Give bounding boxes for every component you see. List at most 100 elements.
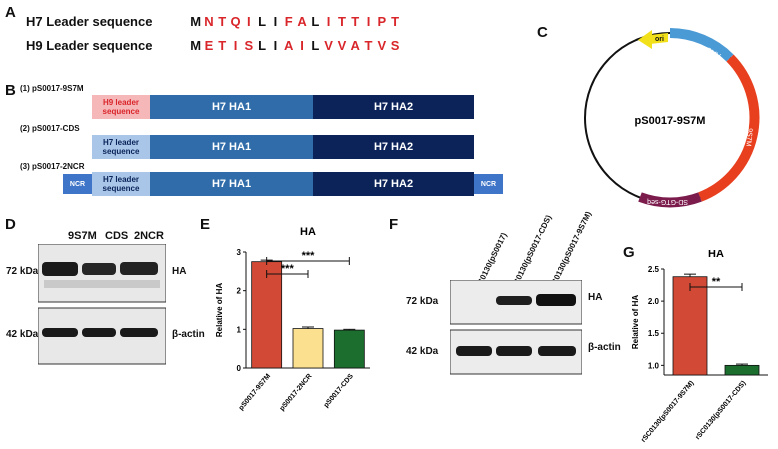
blot-d-target-ha: HA bbox=[172, 266, 187, 277]
panel-label-a: A bbox=[5, 4, 16, 21]
bar bbox=[292, 328, 324, 369]
blot-d-actin-band bbox=[120, 328, 158, 337]
blot-f-target-actin: β-actin bbox=[588, 342, 621, 353]
panel-label-f: F bbox=[389, 216, 399, 233]
residue: S bbox=[390, 38, 400, 53]
plasmid-name: pS0017-9S7M bbox=[635, 115, 706, 127]
s7m-segment bbox=[698, 54, 760, 202]
panel-label-b: B bbox=[5, 82, 16, 99]
blot-d-actin-band bbox=[42, 328, 78, 337]
blot-f bbox=[450, 280, 582, 375]
h7-leader-box-3: H7 leader sequence bbox=[92, 172, 150, 196]
residue: I bbox=[273, 38, 278, 53]
chart-title: HA bbox=[300, 226, 316, 238]
ori-arrow bbox=[638, 30, 652, 49]
residue: Q bbox=[230, 14, 241, 29]
pcmv-segment bbox=[669, 28, 734, 62]
blot-f-ha-band bbox=[496, 296, 532, 305]
residue: T bbox=[351, 14, 360, 29]
residue: E bbox=[204, 38, 214, 53]
blot-f-kda-42: 42 kDa bbox=[406, 346, 439, 357]
y-tick-label: 2.5 bbox=[648, 265, 660, 274]
bar bbox=[251, 261, 283, 369]
seq-label: SD-GTG-seq bbox=[647, 198, 688, 205]
residue: V bbox=[324, 38, 333, 53]
y-tick-label: 1.5 bbox=[648, 329, 660, 338]
blot-f-actin-band bbox=[456, 346, 492, 356]
lane-cds: CDS bbox=[105, 230, 129, 242]
construct-3-ha2: H7 HA2 bbox=[313, 172, 474, 196]
blot-d-actin-band bbox=[82, 328, 116, 337]
chart-title: HA bbox=[708, 250, 724, 260]
blot-d-target-actin: β-actin bbox=[172, 329, 205, 340]
blot-d-ha-band bbox=[120, 262, 158, 275]
residue: M bbox=[190, 38, 202, 53]
blot-f-actin-band bbox=[496, 346, 532, 356]
significance-label: ** bbox=[712, 276, 721, 288]
construct-2-name: (2) pS0017-CDS bbox=[20, 124, 80, 133]
x-tick-label: pS0017-2NCR bbox=[279, 373, 314, 413]
residue: A bbox=[350, 38, 360, 53]
plasmid-map: ori pCMV 9S7M SD-GTG-seq pS0017-9S7M bbox=[584, 28, 760, 208]
residue: N bbox=[204, 14, 214, 29]
construct-3-name: (3) pS0017-2NCR bbox=[20, 162, 85, 171]
residue: A bbox=[297, 14, 307, 29]
ori-label: ori bbox=[655, 36, 664, 43]
ncr-right: NCR bbox=[474, 174, 503, 194]
residue: T bbox=[337, 14, 346, 29]
residue: T bbox=[391, 14, 400, 29]
y-tick-label: 2 bbox=[237, 287, 242, 296]
residue: M bbox=[190, 14, 202, 29]
residue: P bbox=[377, 14, 387, 29]
panel-label-g: G bbox=[623, 244, 635, 261]
residue: I bbox=[247, 14, 251, 29]
blot-f-ha-band bbox=[536, 294, 576, 306]
blot-d-ha-band bbox=[82, 263, 116, 275]
blot-d bbox=[38, 244, 166, 365]
bar bbox=[333, 329, 365, 369]
residue: S bbox=[244, 38, 254, 53]
bar bbox=[724, 364, 760, 376]
y-axis-label: Relative of HA bbox=[631, 295, 640, 349]
panel-label-d: D bbox=[5, 216, 16, 233]
seq-segment bbox=[638, 192, 702, 208]
residue: T bbox=[218, 14, 227, 29]
residue: I bbox=[326, 14, 331, 29]
ncr-left: NCR bbox=[63, 174, 92, 194]
construct-1-name: (1) pS0017-9S7M bbox=[20, 84, 84, 93]
blot-f-target-ha: HA bbox=[588, 292, 603, 303]
y-tick-label: 2.0 bbox=[648, 297, 660, 306]
residue: F bbox=[284, 14, 293, 29]
residue: L bbox=[258, 14, 267, 29]
x-tick-label: pS0017-9S7M bbox=[238, 373, 272, 412]
panel-label-c: C bbox=[537, 24, 548, 41]
h9-leader-label: H9 Leader sequence bbox=[26, 38, 153, 53]
blot-f-actin-band bbox=[538, 346, 576, 356]
construct-1-ha1: H7 HA1 bbox=[150, 95, 313, 119]
ori-segment bbox=[650, 33, 668, 44]
bar bbox=[672, 276, 708, 376]
blot-d-smear bbox=[44, 280, 160, 288]
residue: I bbox=[273, 14, 278, 29]
construct-1-ha2: H7 HA2 bbox=[313, 95, 474, 119]
y-tick-label: 3 bbox=[237, 248, 242, 257]
residue: L bbox=[311, 38, 320, 53]
lane-2ncr: 2NCR bbox=[134, 230, 164, 242]
residue: L bbox=[258, 38, 267, 53]
residue: I bbox=[366, 14, 371, 29]
blot-d-kda-42: 42 kDa bbox=[6, 329, 39, 340]
residue: L bbox=[311, 14, 320, 29]
residue: I bbox=[300, 38, 304, 53]
x-tick-label: rSC0130(pS0017-9S7M) bbox=[640, 380, 695, 444]
residue: A bbox=[284, 38, 294, 53]
blot-d-kda-72: 72 kDa bbox=[6, 266, 39, 277]
construct-2-ha2: H7 HA2 bbox=[313, 135, 474, 159]
construct-3-ha1: H7 HA1 bbox=[150, 172, 313, 196]
y-tick-label: 1 bbox=[237, 325, 242, 334]
panel-label-e: E bbox=[200, 216, 211, 233]
